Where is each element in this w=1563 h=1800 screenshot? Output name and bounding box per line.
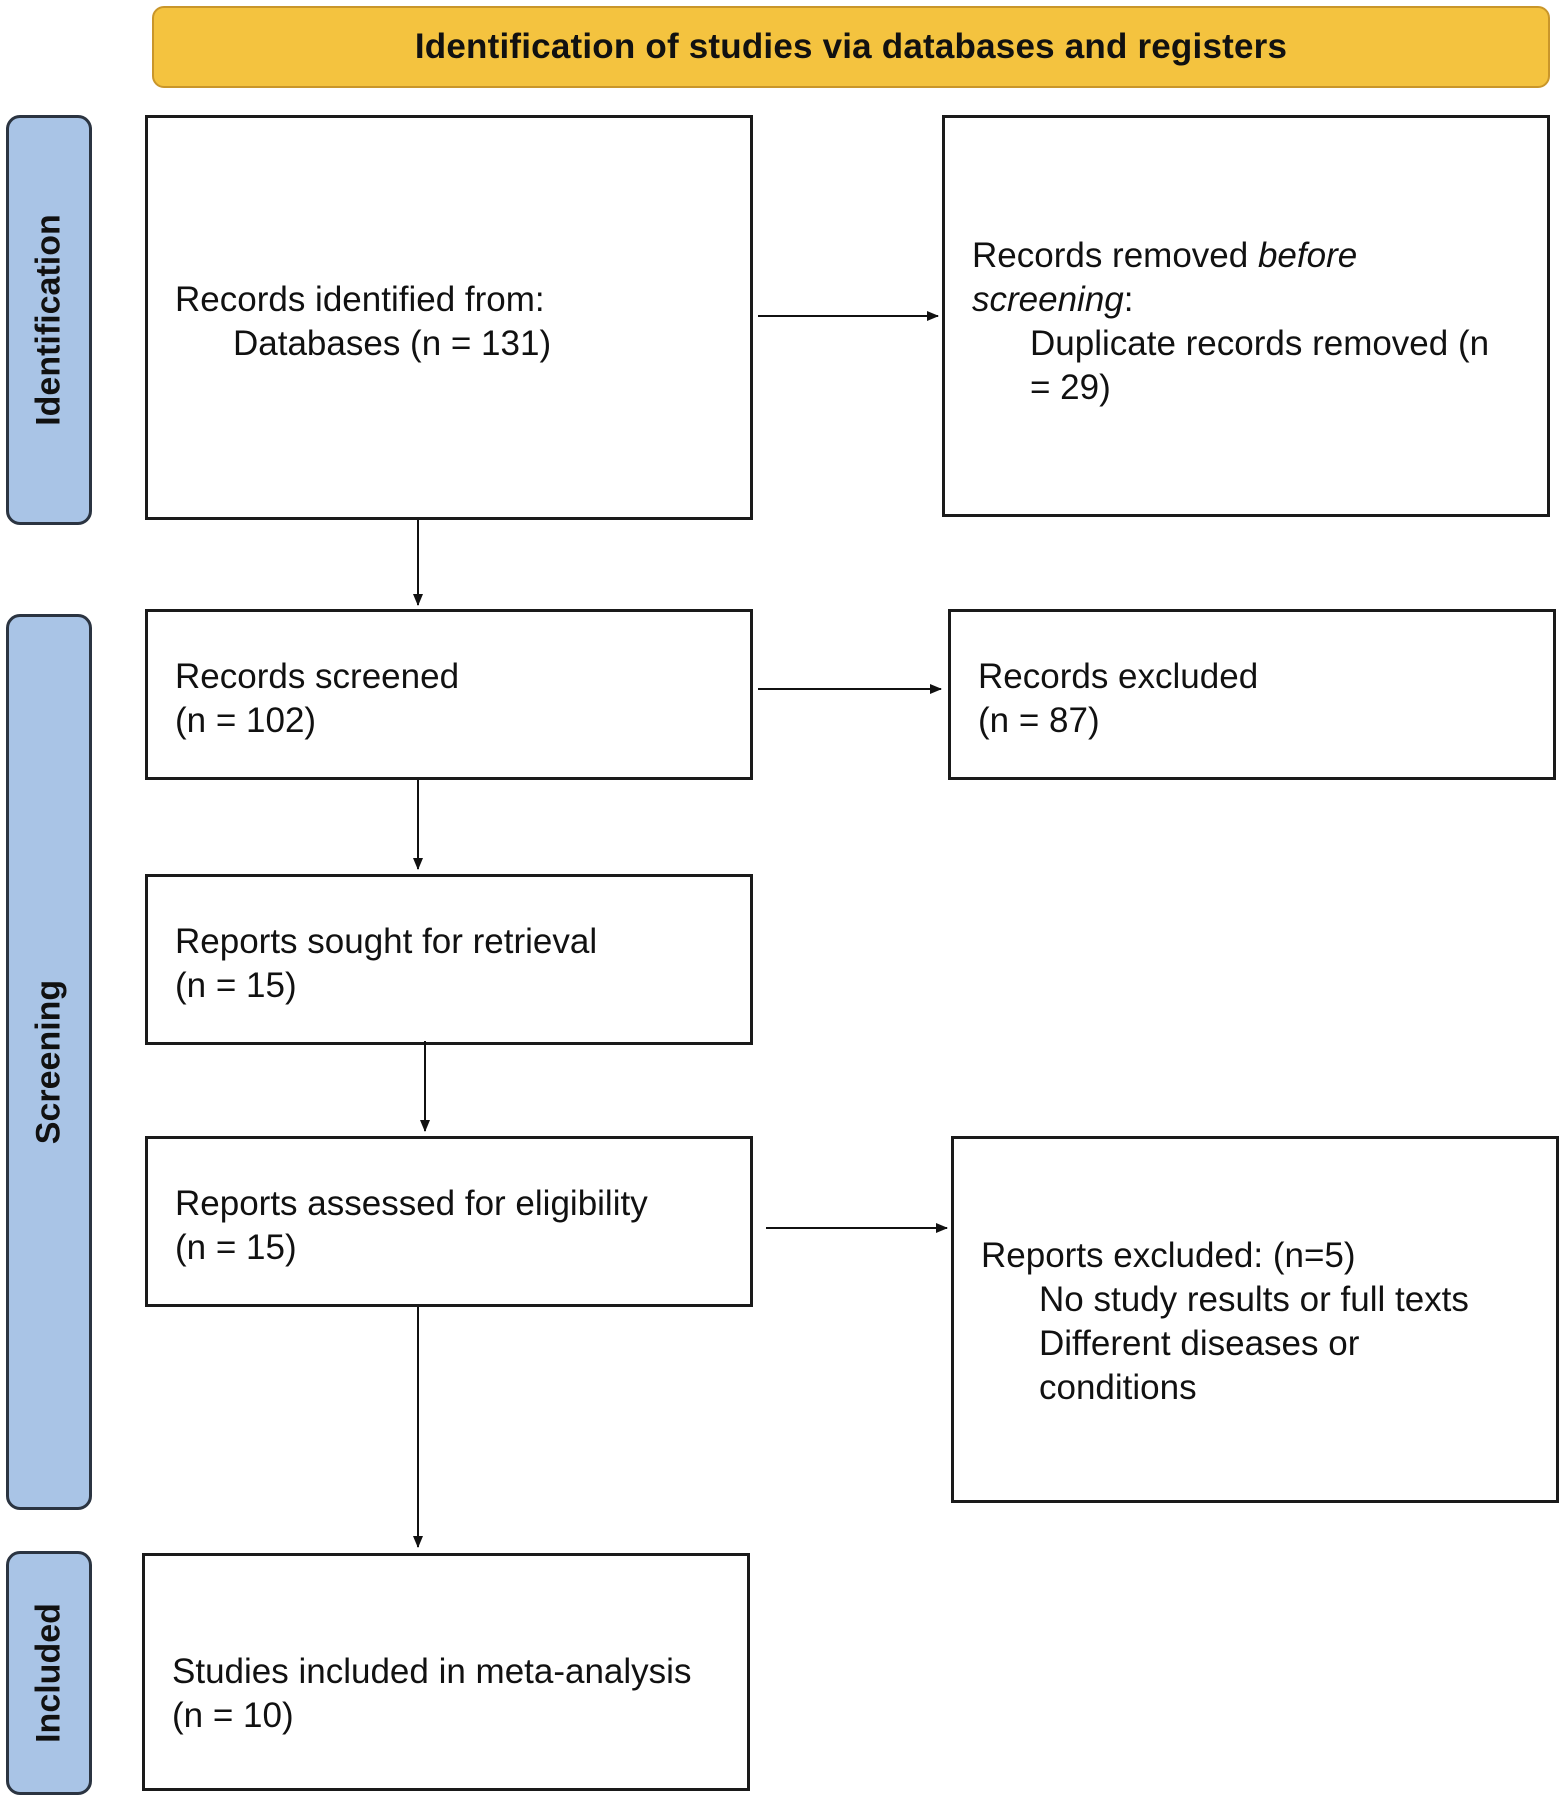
header-title: Identification of studies via databases … [414,27,1288,66]
reports-excluded-reason-2-cont: conditions [1039,1368,1197,1407]
records-excluded-count: (n = 87) [978,701,1100,740]
records-screened-box: Records screened (n = 102) [145,609,753,780]
reports-assessed-count: (n = 15) [175,1228,297,1267]
records-screened-label: Records screened [175,657,460,696]
records-excluded-label: Records excluded [978,657,1259,696]
reports-assessed-box: Reports assessed for eligibility (n = 15… [145,1136,753,1307]
phase-screening: Screening [6,614,92,1510]
studies-included-count: (n = 10) [172,1696,294,1735]
records-identified-box: Records identified from: Databases (n = … [145,115,753,520]
reports-excluded-reason-1: No study results or full texts [1039,1280,1469,1319]
records-removed-box: Records removed before screening: Duplic… [942,115,1550,517]
records-identified-databases: Databases (n = 131) [233,324,552,363]
studies-included-label: Studies included in meta-analysis [172,1652,692,1691]
records-removed-heading-cont: screening: [972,280,1134,319]
records-excluded-box: Records excluded (n = 87) [948,609,1556,780]
phase-identification: Identification [6,115,92,525]
reports-assessed-label: Reports assessed for eligibility [175,1184,648,1223]
studies-included-box: Studies included in meta-analysis (n = 1… [142,1553,750,1791]
reports-excluded-box: Reports excluded: (n=5) No study results… [951,1136,1559,1503]
records-screened-count: (n = 102) [175,701,317,740]
reports-sought-label: Reports sought for retrieval [175,922,598,961]
duplicate-records-removed: Duplicate records removed (n [1030,324,1490,363]
reports-excluded-reason-2: Different diseases or [1039,1324,1360,1363]
duplicate-records-count: = 29) [1030,368,1111,407]
records-identified-label: Records identified from: [175,280,545,319]
records-removed-heading: Records removed before [972,236,1358,275]
reports-excluded-label: Reports excluded: (n=5) [981,1236,1356,1275]
reports-sought-box: Reports sought for retrieval (n = 15) [145,874,753,1045]
header-banner: Identification of studies via databases … [152,6,1550,88]
phase-included: Included [6,1551,92,1795]
reports-sought-count: (n = 15) [175,966,297,1005]
